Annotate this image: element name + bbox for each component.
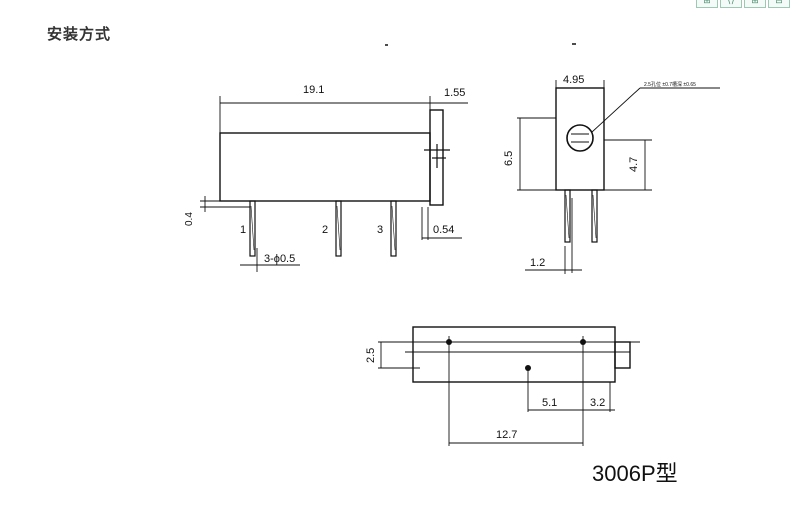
top-view: 2.5 5.1 3.2 12.7 [365,326,640,446]
image-toolbar: ⊞ ⟨⟩ ⊞ ⊟ [696,0,790,8]
screw-note: 2.5孔位 ±0.7槽深 ±0.65 [644,81,696,88]
toolbar-button-2[interactable]: ⟨⟩ [720,0,742,8]
adjust-screw [566,124,594,152]
pin-label-3: 3 [377,224,383,236]
model-label: 3006P型 [592,461,678,486]
dim-height: 6.5 [503,151,515,166]
end-pins [564,189,598,273]
end-body [555,87,605,191]
pin-label-1: 1 [240,224,246,236]
toolbar-button-3[interactable]: ⊞ [744,0,766,8]
dim-pin-offset: 0.54 [433,224,454,236]
pin-spec: 3-ϕ0.5 [264,253,295,265]
dim-screw-height: 4.7 [628,157,640,172]
top-screw [614,341,631,369]
dim-top-height: 2.5 [365,348,377,363]
dim-width: 4.95 [563,74,584,86]
dim-b: 3.2 [590,397,605,409]
pins [249,200,397,257]
dim-pin-pitch: 1.2 [530,257,545,269]
toolbar-button-1[interactable]: ⊞ [696,0,718,8]
stray-marks [385,43,576,46]
dim-base: 0.4 [184,212,195,226]
side-body [219,132,431,202]
dim-total: 12.7 [496,429,517,441]
dim-tab: 1.55 [444,87,465,99]
pin-label-2: 2 [322,224,328,236]
top-body [412,326,616,383]
dim-a: 5.1 [542,397,557,409]
side-view: 19.1 1.55 0.4 1 2 3 0.54 3-ϕ0.5 [184,84,468,272]
dim-length: 19.1 [303,84,324,96]
section-heading: 安装方式 [47,25,112,43]
end-view: 4.95 2.5孔位 ±0.7槽深 ±0.65 6.5 4.7 1.2 [503,74,720,274]
